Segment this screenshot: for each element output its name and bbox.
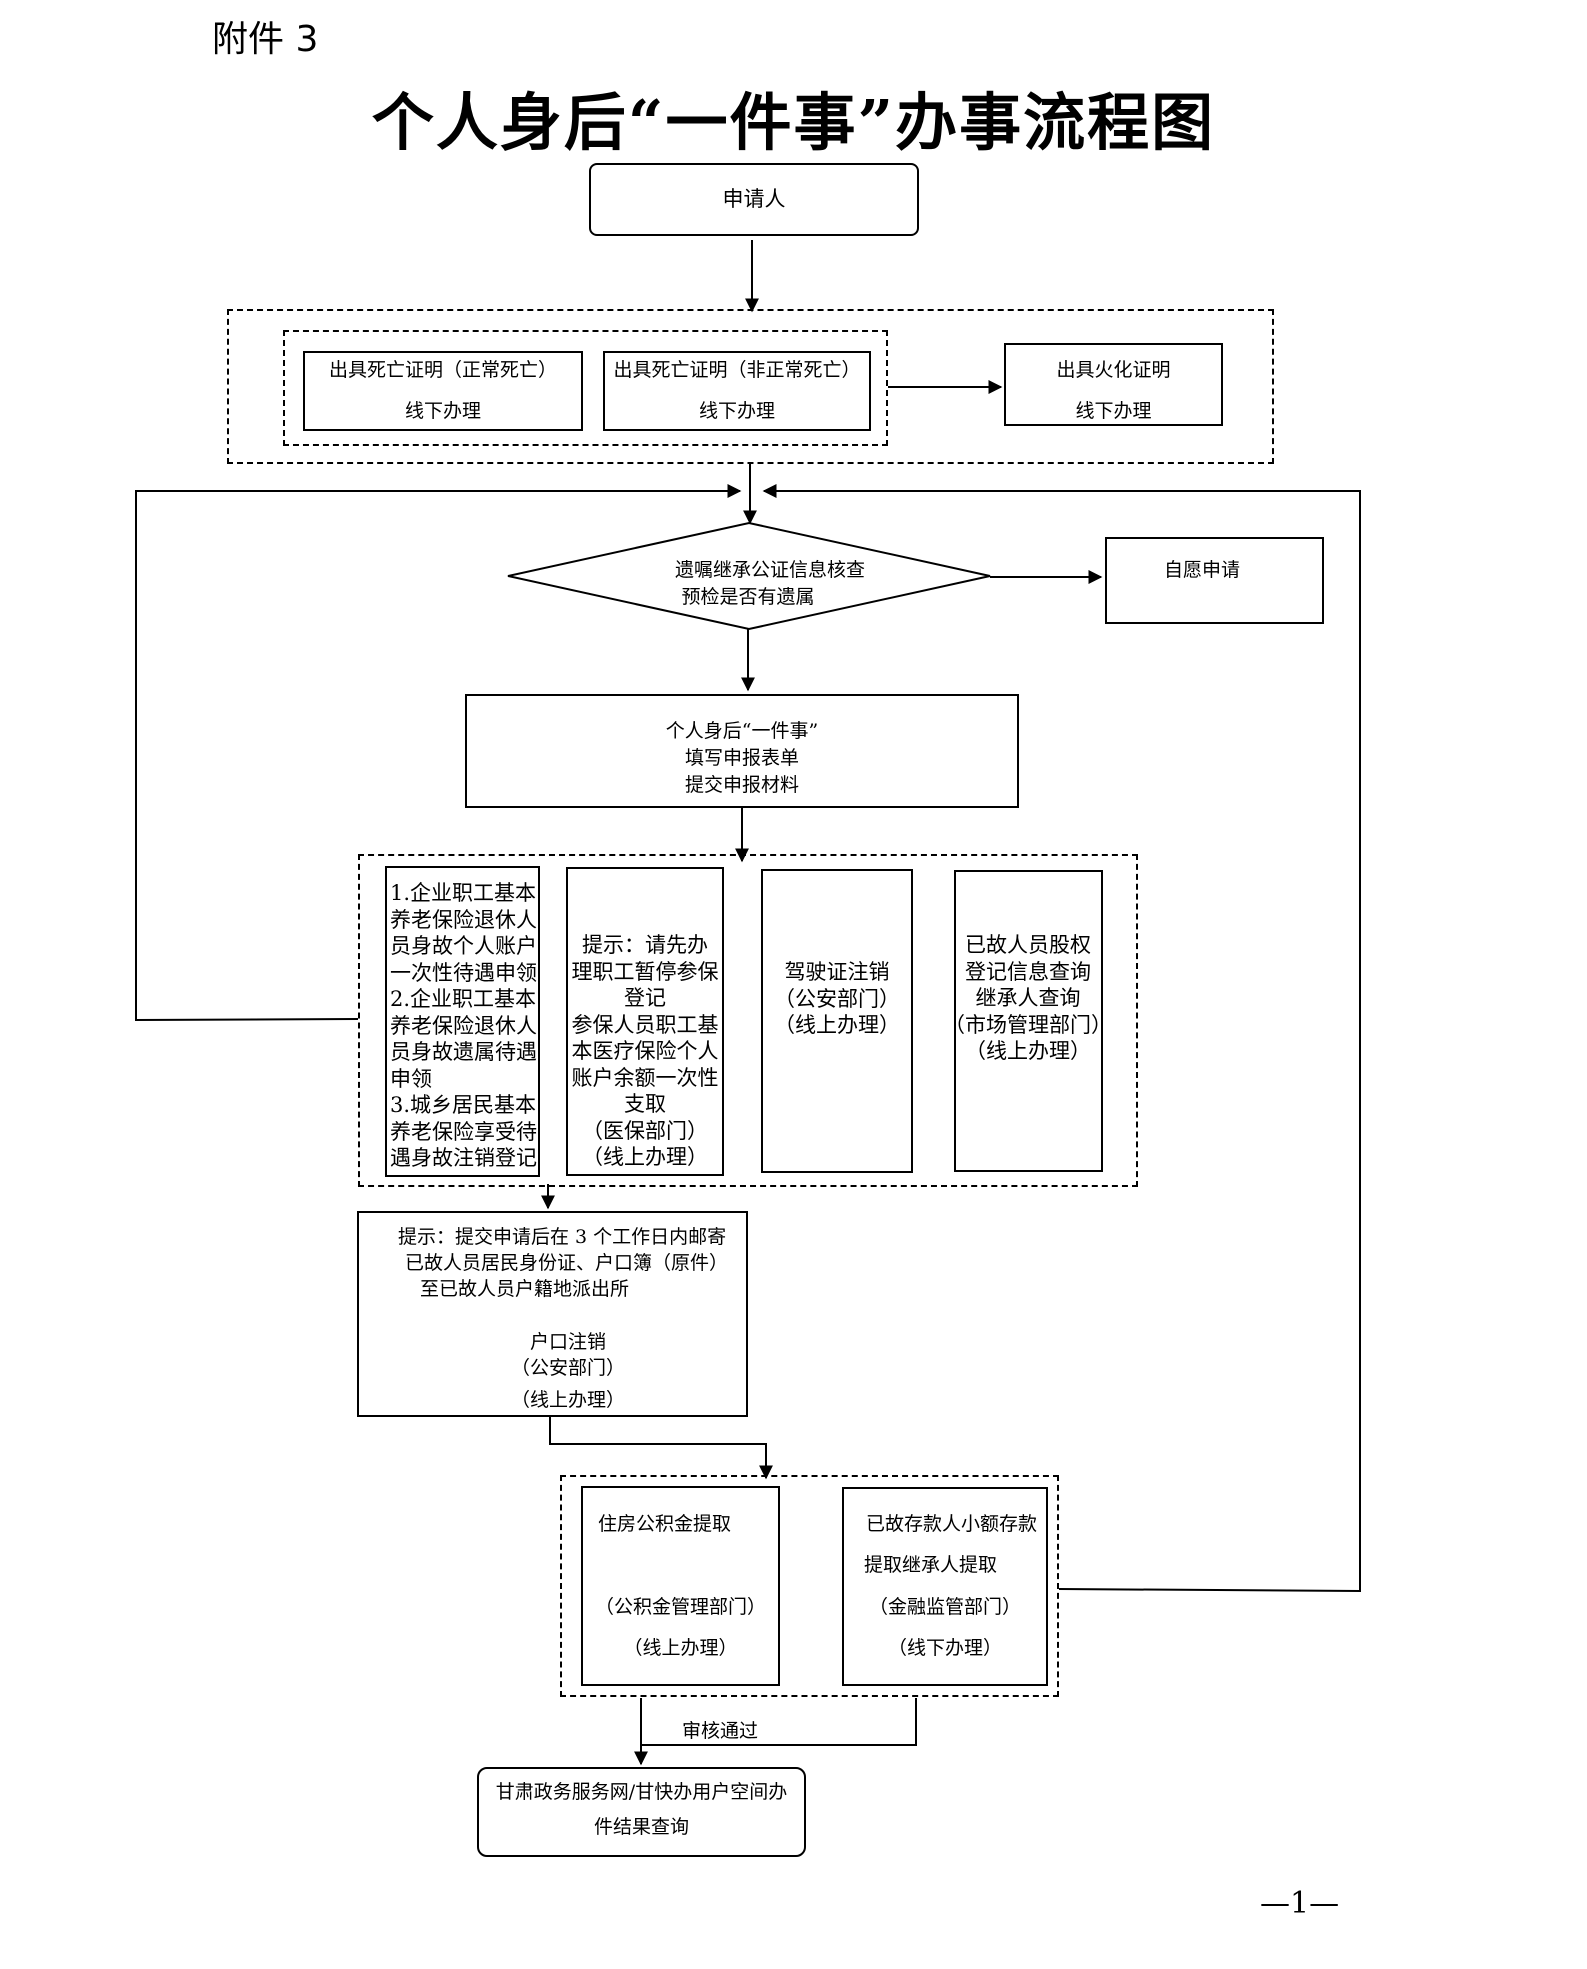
pension-line: 遇身故注销登记 bbox=[390, 1146, 537, 1170]
deposit-dept: （金融监管部门） bbox=[868, 1596, 1021, 1618]
fill-form-line3: 提交申报材料 bbox=[684, 774, 799, 796]
housing-fund-dept: （公积金管理部门） bbox=[594, 1596, 766, 1618]
arrow-hukou-to-bank bbox=[549, 1417, 773, 1480]
pension-line: 申领 bbox=[390, 1066, 432, 1091]
hukou-tip-line2: 已故人员居民身份证、户口簿（原件） bbox=[405, 1252, 729, 1274]
medical-line: 支取 bbox=[624, 1092, 666, 1116]
equity-line: （线上办理） bbox=[965, 1039, 1091, 1063]
medical-line: 登记 bbox=[624, 986, 666, 1010]
cremation-cert-title: 出具火化证明 bbox=[1056, 359, 1171, 381]
medical-text: 提示：请先办 理职工暂停参保 登记 参保人员职工基 本医疗保险个人 账户余额一次… bbox=[566, 932, 724, 1171]
hukou-name: 户口注销 bbox=[529, 1331, 606, 1353]
pension-line: 员身故个人账户 bbox=[390, 934, 537, 958]
will-check-line1: 遗嘱继承公证信息核查 bbox=[674, 559, 865, 581]
voluntary-label: 自愿申请 bbox=[1163, 559, 1240, 581]
medical-line: （医保部门） bbox=[582, 1118, 708, 1143]
pension-line: 1.企业职工基本 bbox=[390, 881, 537, 905]
result-node bbox=[477, 1767, 806, 1857]
housing-fund-mode: （线上办理） bbox=[623, 1637, 738, 1659]
medical-node bbox=[566, 867, 724, 1176]
medical-line: 理职工暂停参保 bbox=[571, 959, 719, 984]
medical-line: 本医疗保险个人 bbox=[571, 1039, 719, 1063]
medical-line: （线上办理） bbox=[582, 1145, 708, 1169]
hukou-tip-line1: 提示：提交申请后在 3 个工作日内邮寄 bbox=[398, 1226, 727, 1248]
deposit-line2: 提取继承人提取 bbox=[864, 1554, 998, 1576]
equity-line: 登记信息查询 bbox=[965, 959, 1091, 984]
result-line1: 甘肃政务服务网/甘快办用户空间办 bbox=[495, 1781, 788, 1803]
pension-line: 养老保险享受待 bbox=[390, 1119, 537, 1144]
page-number: —1— bbox=[1260, 1886, 1340, 1921]
driver-license-text: 驾驶证注销 （公安部门） （线上办理） bbox=[761, 959, 913, 1039]
applicant-label: 申请人 bbox=[722, 187, 786, 211]
hukou-mode: （线上办理） bbox=[510, 1389, 625, 1411]
hukou-tip-line3: 至已故人员户籍地派出所 bbox=[420, 1278, 630, 1300]
hukou-dept: （公安部门） bbox=[510, 1357, 625, 1379]
pension-node bbox=[385, 866, 540, 1177]
pension-line: 3.城乡居民基本 bbox=[390, 1093, 537, 1117]
medical-line: 参保人员职工基 bbox=[571, 1012, 719, 1037]
driver-license-line: （线上办理） bbox=[774, 1013, 900, 1037]
pension-line: 养老保险退休人 bbox=[390, 907, 537, 932]
pension-text: 1.企业职工基本 养老保险退休人 员身故个人账户 一次性待遇申领 2.企业职工基… bbox=[390, 880, 540, 1172]
funds-group bbox=[560, 1475, 1059, 1697]
pension-line: 一次性待遇申领 bbox=[390, 960, 537, 985]
certificates-group bbox=[227, 309, 1274, 464]
deposit-line1: 已故存款人小额存款 bbox=[866, 1513, 1038, 1535]
death-cert-abnormal-mode: 线下办理 bbox=[698, 400, 775, 422]
driver-license-line: （公安部门） bbox=[774, 986, 900, 1011]
medical-line: 账户余额一次性 bbox=[571, 1065, 719, 1090]
equity-node bbox=[954, 870, 1103, 1172]
fill-form-line1: 个人身后“一件事” bbox=[665, 720, 819, 742]
driver-license-node bbox=[761, 869, 913, 1173]
pension-line: 养老保险退休人 bbox=[390, 1013, 537, 1038]
approved-label: 审核通过 bbox=[682, 1720, 759, 1742]
death-cert-normal-node bbox=[303, 351, 583, 431]
equity-line: （市场管理部门） bbox=[944, 1012, 1112, 1037]
hukou-node bbox=[357, 1211, 748, 1417]
result-line2: 件结果查询 bbox=[593, 1816, 689, 1838]
driver-license-line: 驾驶证注销 bbox=[784, 960, 890, 984]
pension-line: 2.企业职工基本 bbox=[390, 987, 537, 1011]
voluntary-node bbox=[1105, 537, 1324, 624]
cremation-cert-mode: 线下办理 bbox=[1075, 400, 1152, 422]
fill-form-node bbox=[465, 694, 1019, 808]
medical-line: 提示：请先办 bbox=[582, 933, 708, 957]
deposit-node bbox=[842, 1487, 1048, 1686]
pension-line: 员身故遗属待遇 bbox=[390, 1040, 537, 1064]
housing-fund-node bbox=[581, 1486, 780, 1686]
will-check-line2: 预检是否有遗属 bbox=[681, 586, 815, 608]
death-cert-normal-title: 出具死亡证明（正常死亡） bbox=[328, 359, 557, 381]
equity-line: 已故人员股权 bbox=[965, 933, 1091, 957]
fill-form-line2: 填写申报表单 bbox=[684, 747, 799, 769]
death-cert-abnormal-node bbox=[603, 351, 871, 431]
equity-text: 已故人员股权 登记信息查询 继承人查询 （市场管理部门） （线上办理） bbox=[944, 932, 1112, 1065]
applicant-node bbox=[589, 163, 919, 236]
death-cert-normal-mode: 线下办理 bbox=[404, 400, 481, 422]
equity-line: 继承人查询 bbox=[975, 986, 1081, 1010]
death-certificates-group bbox=[283, 330, 888, 446]
housing-fund-title: 住房公积金提取 bbox=[598, 1513, 732, 1535]
death-cert-abnormal-title: 出具死亡证明（非正常死亡） bbox=[613, 359, 861, 381]
page-title: 个人身后“一件事”办事流程图 bbox=[371, 86, 1216, 159]
cremation-cert-node bbox=[1004, 343, 1223, 426]
deposit-mode: （线下办理） bbox=[887, 1637, 1002, 1659]
annex-label: 附件 3 bbox=[212, 19, 319, 60]
services-group bbox=[358, 854, 1138, 1187]
